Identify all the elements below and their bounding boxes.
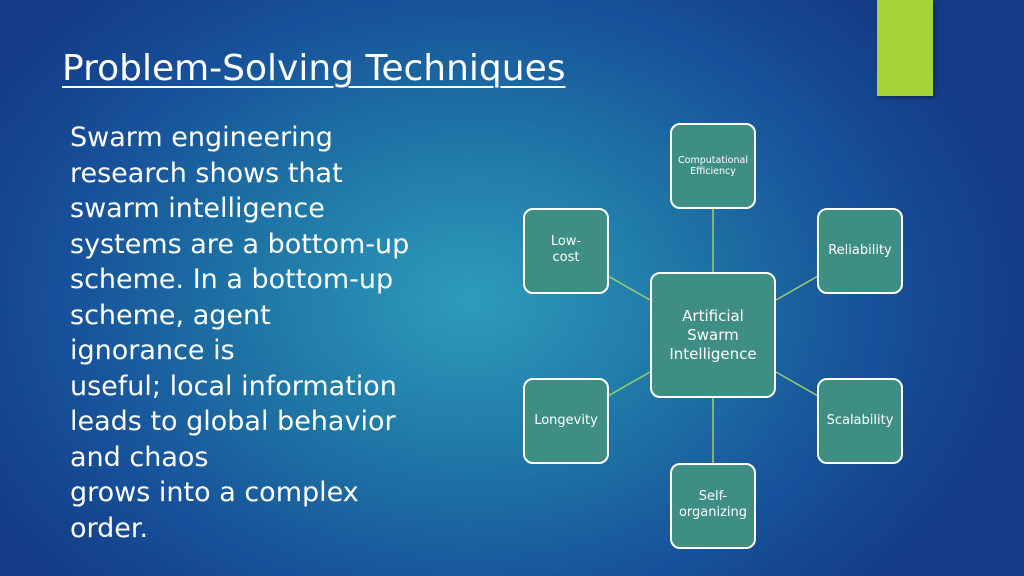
connector-longevity [607,371,651,397]
node-label: Swarm [687,325,739,344]
body-line: order. [70,512,149,544]
node-label: Efficiency [690,166,736,177]
node-reliability: Reliability [817,208,903,294]
body-line: swarm intelligence [70,193,325,224]
connector-low-cost [607,275,651,301]
accent-bar [877,0,933,96]
node-label: Scalability [826,413,894,428]
node-longevity: Longevity [523,378,609,464]
node-label: Low- [550,234,582,249]
slide-title: Problem-Solving Techniques [62,48,566,89]
body-line: ignorance is [70,335,235,366]
body-text: Swarm engineering research shows that sw… [70,120,450,546]
node-label: Self- [698,489,728,504]
node-label: Artificial [682,306,744,325]
connector-reliability [775,275,819,301]
node-label: Intelligence [669,344,757,363]
body-line: leads to global behavior [70,406,396,437]
body-line: systems are a bottom-up [70,228,410,260]
node-label: Reliability [828,243,892,258]
node-label: organizing [678,505,748,520]
node-low-cost: Low- cost [523,208,609,294]
body-line: research shows that [70,157,343,189]
body-line: and chaos [70,441,209,473]
node-artificial-swarm-intelligence: Artificial Swarm Intelligence [650,272,776,398]
body-line: Swarm engineering [70,122,333,153]
node-computational-efficiency: Computational Efficiency [670,123,756,209]
body-line: grows into a complex [70,477,359,508]
node-label: cost [552,250,580,265]
body-line: useful; local information [70,370,397,402]
body-line: scheme. In a bottom-up [70,264,394,295]
body-line: scheme, agent [70,299,271,331]
connector-scalability [775,371,819,397]
node-label: Longevity [534,413,598,428]
node-self-organizing: Self- organizing [670,463,756,549]
node-label: Computational [678,155,748,166]
node-scalability: Scalability [817,378,903,464]
